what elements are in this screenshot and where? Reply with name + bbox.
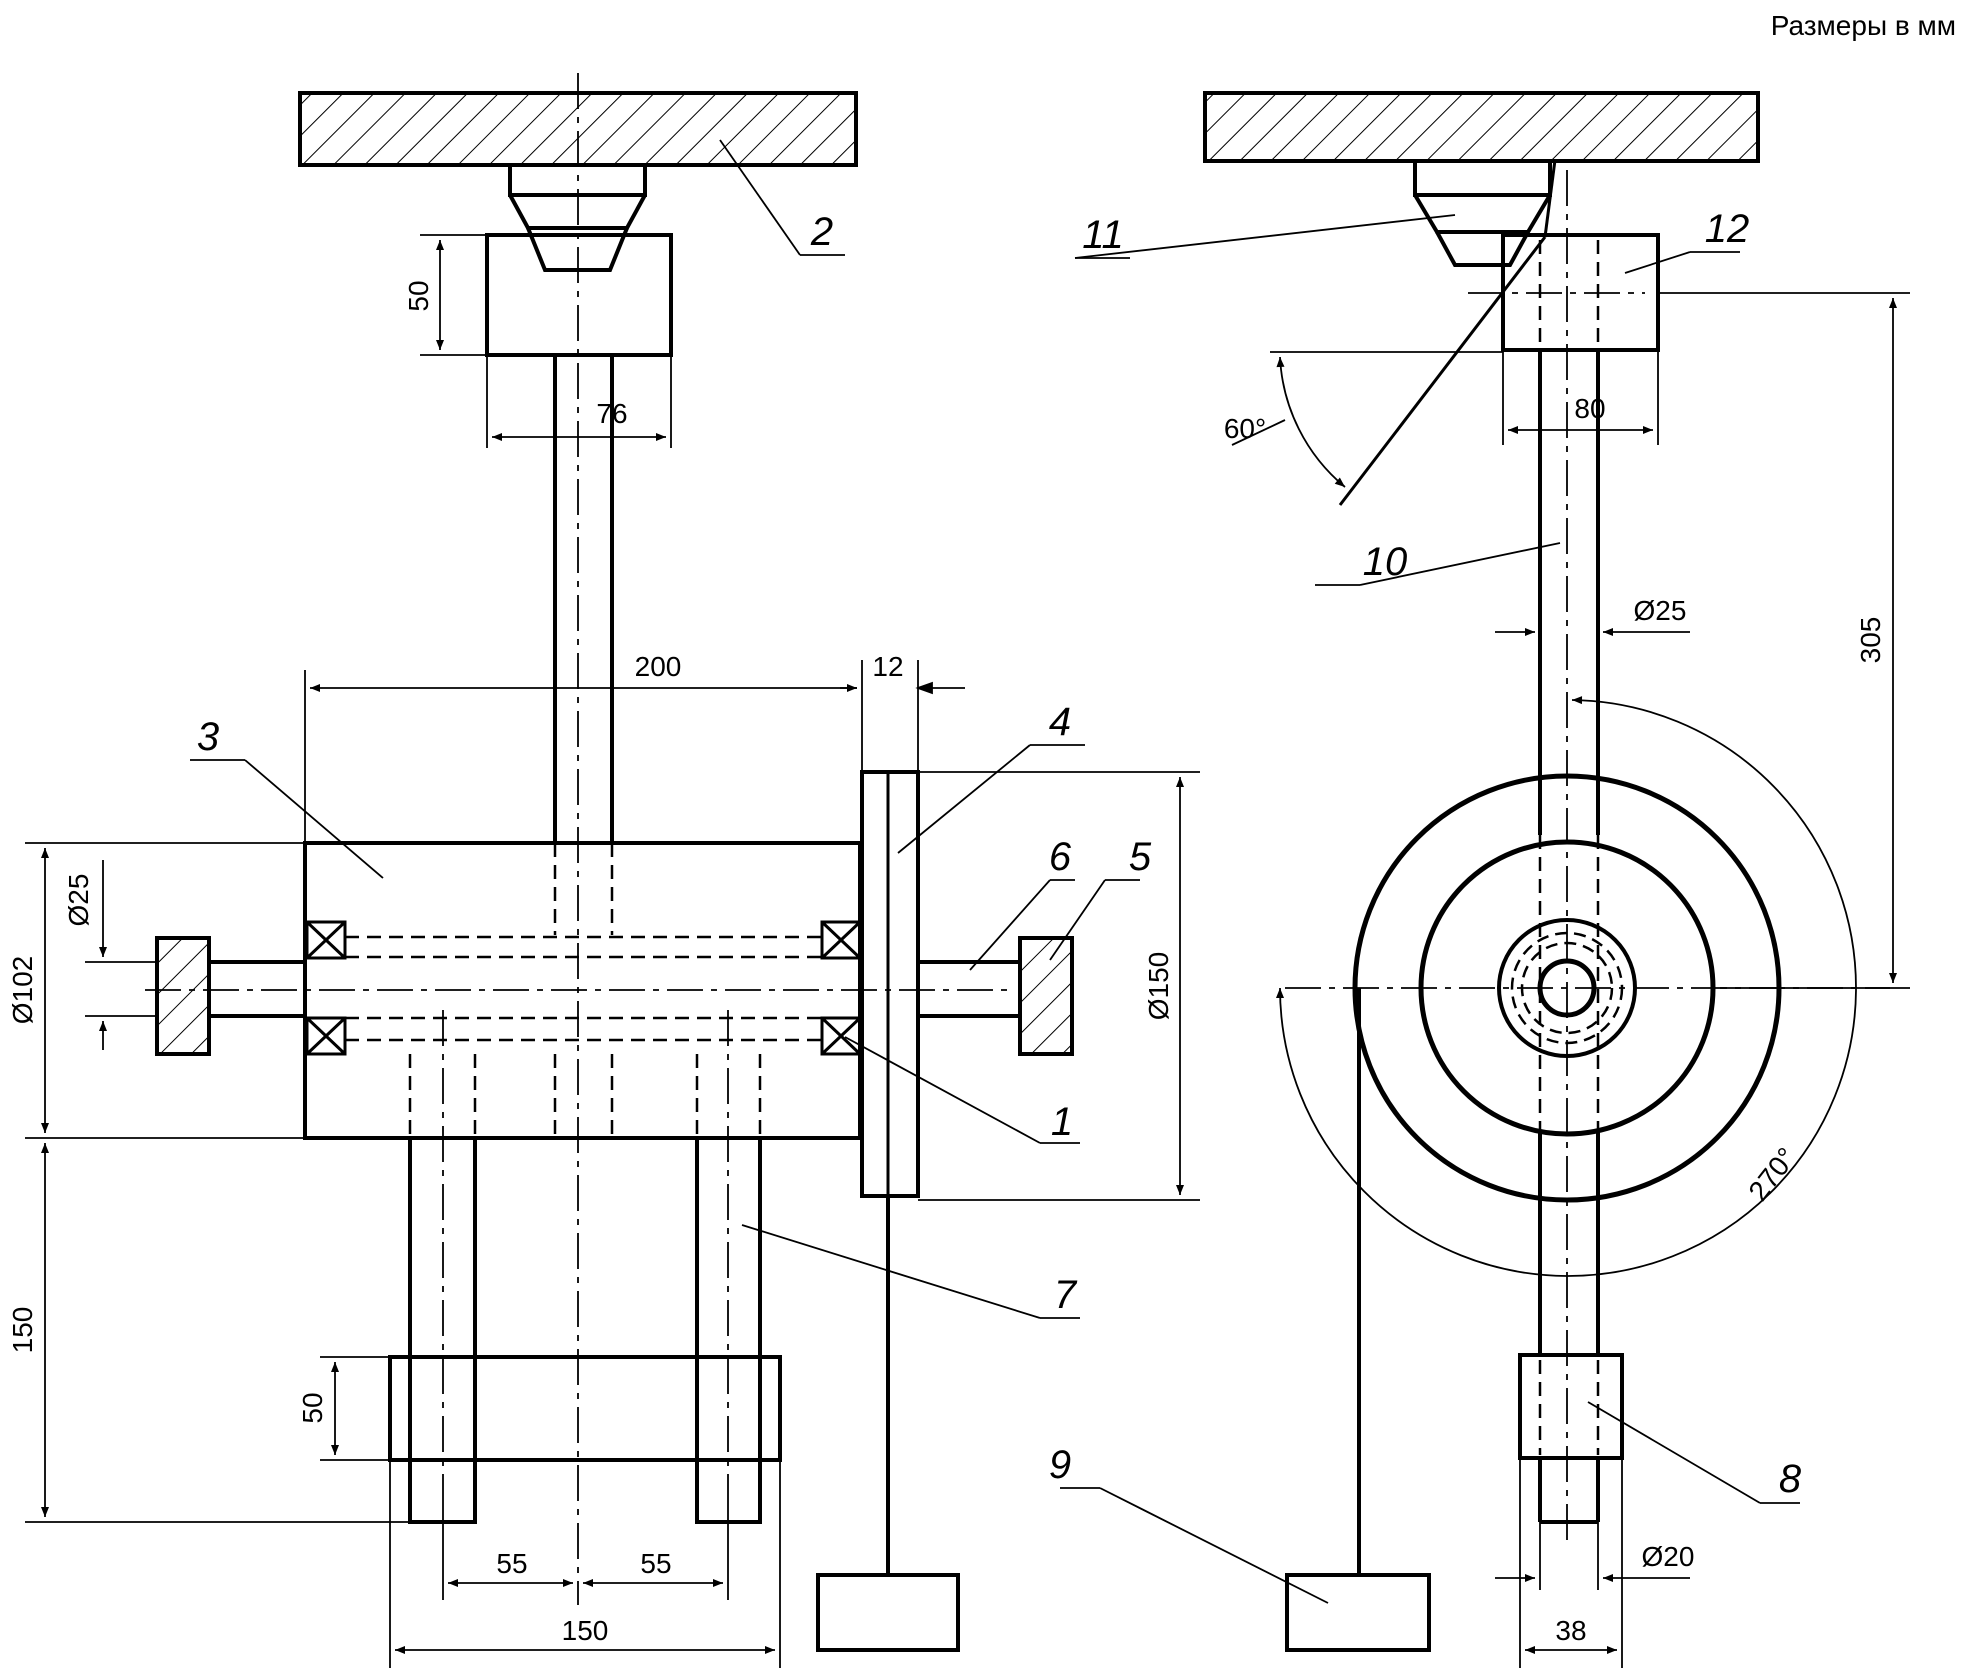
- part-label-8: 8: [1779, 1457, 1802, 1501]
- dim-200: 200: [635, 651, 682, 682]
- dimension-labels: 50 76 200 12 Ø25 Ø102 Ø150 150 50 55 55 …: [7, 280, 1886, 1646]
- right-view: [1203, 91, 1890, 1652]
- bearings: [305, 920, 862, 1056]
- dim-76: 76: [596, 398, 627, 429]
- part-label-12: 12: [1705, 207, 1750, 251]
- part-label-6: 6: [1049, 835, 1072, 879]
- part-label-2: 2: [810, 210, 833, 254]
- dim-50-bottom: 50: [297, 1392, 328, 1423]
- part-label-9: 9: [1049, 1443, 1071, 1487]
- part-label-11: 11: [1082, 213, 1124, 257]
- dim-60-deg: 60°: [1224, 413, 1266, 444]
- upper-block-left: [485, 233, 673, 357]
- left-dimensions: [25, 139, 1200, 1668]
- ceiling-beam-right: [1203, 91, 1760, 163]
- end-weight-right: [1018, 936, 1074, 1056]
- part-label-7: 7: [1054, 1273, 1078, 1317]
- dim-270-deg: 270°: [1742, 1142, 1802, 1207]
- part-label-1: 1: [1051, 1100, 1073, 1144]
- pulley-disc: [860, 770, 920, 1198]
- dim-305: 305: [1855, 617, 1886, 664]
- dim-d20: Ø20: [1642, 1541, 1695, 1572]
- dim-d102: Ø102: [7, 956, 38, 1025]
- lower-block-left: [388, 1355, 782, 1462]
- units-note: Размеры в мм: [1770, 10, 1956, 41]
- lower-block-right: [1518, 1353, 1624, 1460]
- part-label-3: 3: [197, 715, 219, 759]
- right-dimensions: [1060, 214, 1910, 1668]
- dim-55-left: 55: [496, 1548, 527, 1579]
- dim-12: 12: [872, 651, 903, 682]
- dim-38: 38: [1555, 1615, 1586, 1646]
- bearing-holder-right: [1413, 161, 1552, 197]
- dim-55-right: 55: [640, 1548, 671, 1579]
- hanging-weight-left: [816, 1573, 960, 1652]
- part-label-4: 4: [1049, 700, 1071, 744]
- dim-50-top: 50: [403, 280, 434, 311]
- dim-d25-right: Ø25: [1634, 595, 1687, 626]
- end-weight-left: [155, 936, 211, 1056]
- hanging-weight-right: [1285, 1573, 1431, 1652]
- dim-150-width: 150: [562, 1615, 609, 1646]
- part-label-5: 5: [1129, 835, 1152, 879]
- dim-d25-left: Ø25: [63, 874, 94, 927]
- left-view: [145, 73, 1074, 1652]
- part-label-10: 10: [1363, 540, 1408, 584]
- dim-d150-disc: Ø150: [1143, 952, 1174, 1021]
- dim-150-height: 150: [7, 1307, 38, 1354]
- dim-80: 80: [1574, 393, 1605, 424]
- part-labels: 1 2 3 4 5 6 7 8 9 10 11 12: [197, 207, 1802, 1501]
